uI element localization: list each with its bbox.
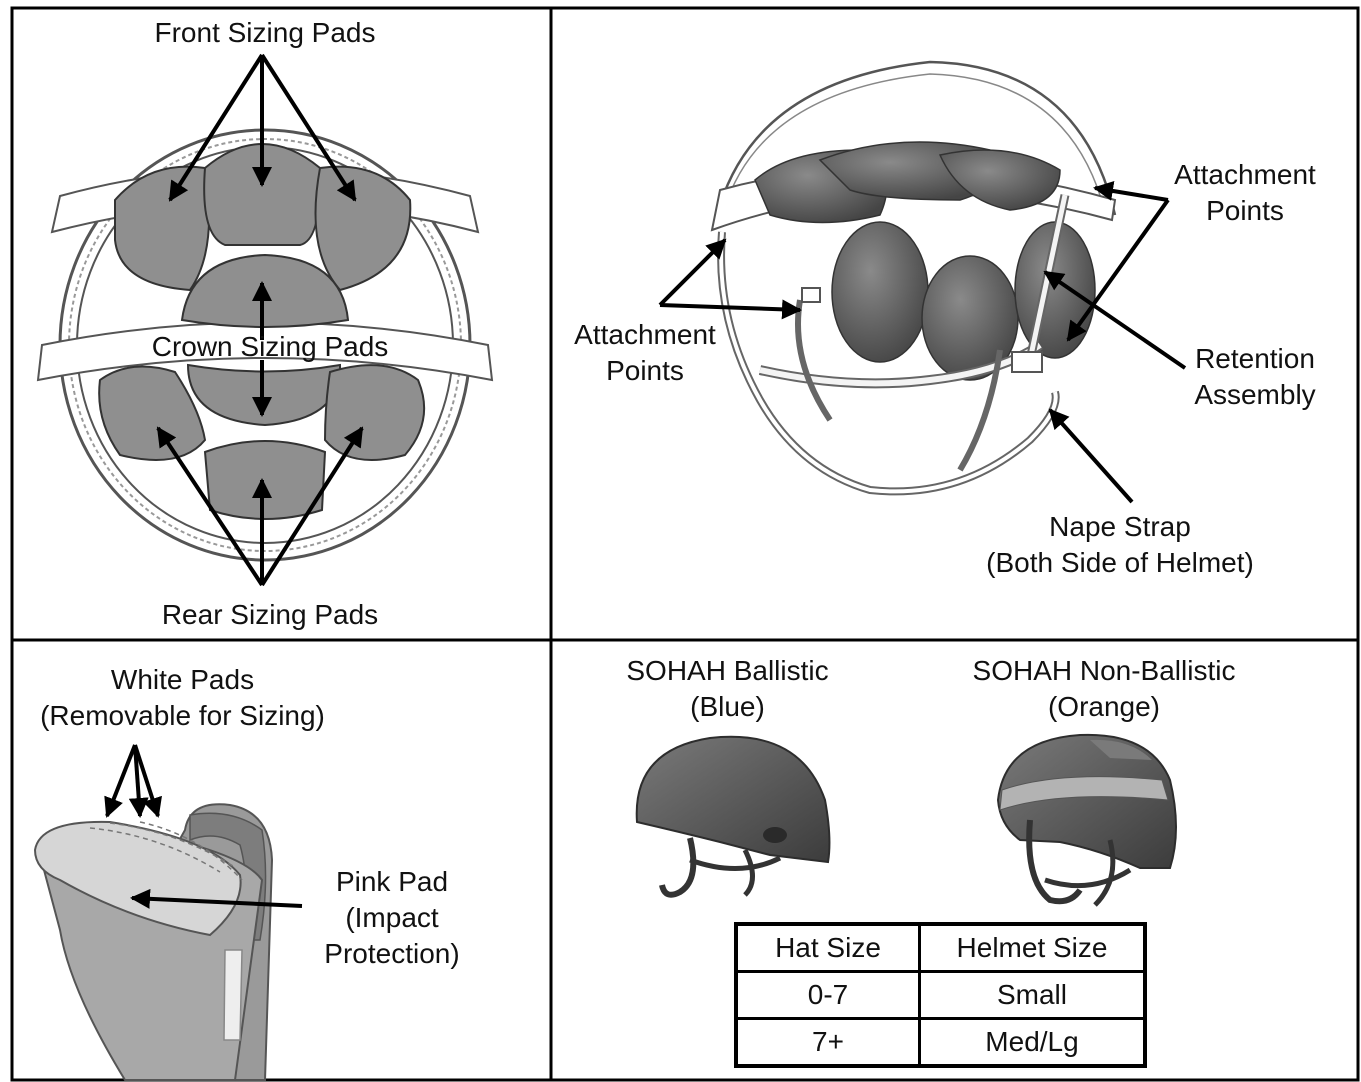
attachment-points-right-label: Attachment Points	[1150, 157, 1340, 229]
hat-helmet-size-table: Hat Size Helmet Size 0-7 Small 7+ Med/Lg	[734, 922, 1147, 1068]
white-pads-line2: (Removable for Sizing)	[15, 698, 350, 734]
nape-strap-line1: Nape Strap	[950, 509, 1290, 545]
table-row: 7+ Med/Lg	[736, 1019, 1145, 1067]
pad-stack-illustration	[35, 804, 272, 1080]
table-cell: 0-7	[736, 972, 920, 1019]
attachment-points-left-label: Attachment Points	[550, 317, 740, 389]
sohah-ballistic-line2: (Blue)	[600, 689, 855, 725]
sohah-nonballistic-label: SOHAH Non-Ballistic (Orange)	[945, 653, 1263, 725]
white-pads-line1: White Pads	[15, 662, 350, 698]
sohah-ballistic-line1: SOHAH Ballistic	[600, 653, 855, 689]
table-cell: Med/Lg	[920, 1019, 1146, 1067]
table-header-row: Hat Size Helmet Size	[736, 924, 1145, 972]
attachment-points-left-line1: Attachment	[550, 317, 740, 353]
retention-assembly-label: Retention Assembly	[1160, 341, 1350, 413]
pink-pad-line3: Protection)	[302, 936, 482, 972]
nonballistic-helmet-photo	[998, 735, 1176, 905]
attachment-points-left-line2: Points	[550, 353, 740, 389]
table-cell: Small	[920, 972, 1146, 1019]
retention-assembly-line1: Retention	[1160, 341, 1350, 377]
attachment-points-right-line1: Attachment	[1150, 157, 1340, 193]
table-header-helmet-size: Helmet Size	[920, 924, 1146, 972]
sohah-nonballistic-line2: (Orange)	[945, 689, 1263, 725]
nape-strap-label: Nape Strap (Both Side of Helmet)	[950, 509, 1290, 581]
table-cell: 7+	[736, 1019, 920, 1067]
nape-strap-line2: (Both Side of Helmet)	[950, 545, 1290, 581]
rear-sizing-pads-label: Rear Sizing Pads	[120, 597, 420, 633]
pink-pad-line1: Pink Pad	[302, 864, 482, 900]
retention-assembly-line2: Assembly	[1160, 377, 1350, 413]
table-header-hat-size: Hat Size	[736, 924, 920, 972]
white-pads-label: White Pads (Removable for Sizing)	[15, 662, 350, 734]
table-row: 0-7 Small	[736, 972, 1145, 1019]
ballistic-helmet-photo	[637, 737, 830, 895]
front-sizing-pads-label: Front Sizing Pads	[120, 15, 410, 51]
pink-pad-line2: (Impact	[302, 900, 482, 936]
crown-sizing-pads-label: Crown Sizing Pads	[115, 329, 425, 365]
sohah-nonballistic-line1: SOHAH Non-Ballistic	[945, 653, 1263, 689]
attachment-points-right-line2: Points	[1150, 193, 1340, 229]
pink-pad-label: Pink Pad (Impact Protection)	[302, 864, 482, 972]
sohah-ballistic-label: SOHAH Ballistic (Blue)	[600, 653, 855, 725]
